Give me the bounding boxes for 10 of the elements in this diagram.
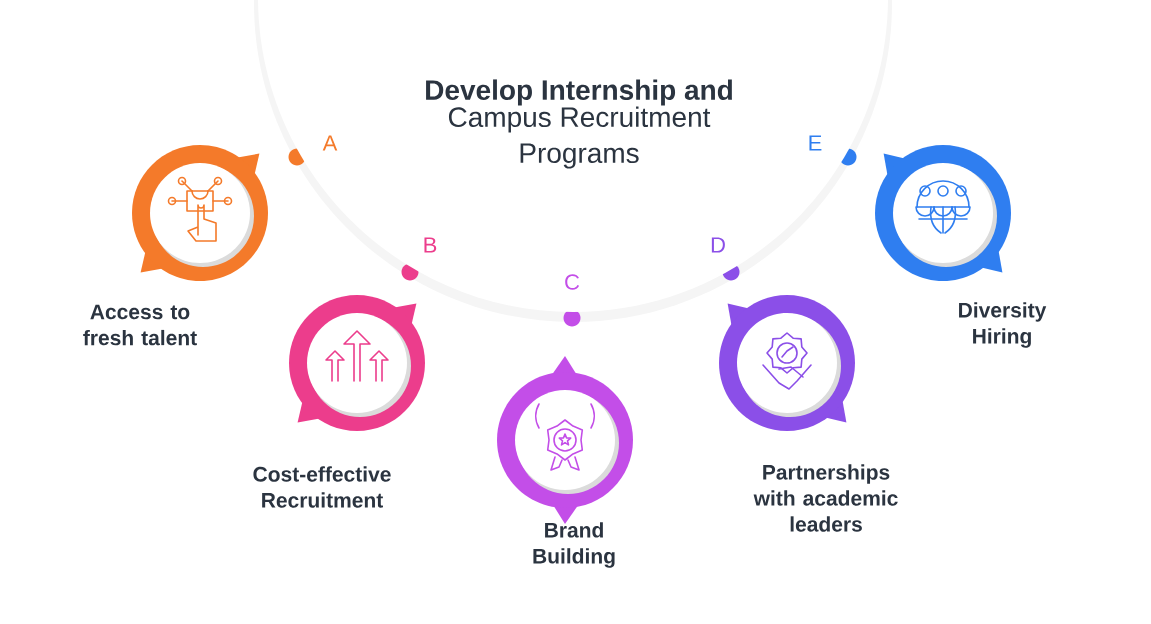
- letter-label: C: [565, 274, 580, 290]
- item-label: Access to fresh talent: [83, 304, 197, 346]
- letter-label: B: [424, 237, 437, 253]
- item-label: Cost-effective Recruitment: [253, 466, 391, 508]
- item-label: Partnerships with academic leaders: [753, 464, 898, 532]
- letter-label: A: [322, 135, 338, 151]
- item-label: Brand Building: [533, 522, 615, 568]
- letter-label: D: [711, 237, 725, 253]
- item-label: Diversity Hiring: [959, 302, 1047, 348]
- letter-label: E: [809, 135, 822, 151]
